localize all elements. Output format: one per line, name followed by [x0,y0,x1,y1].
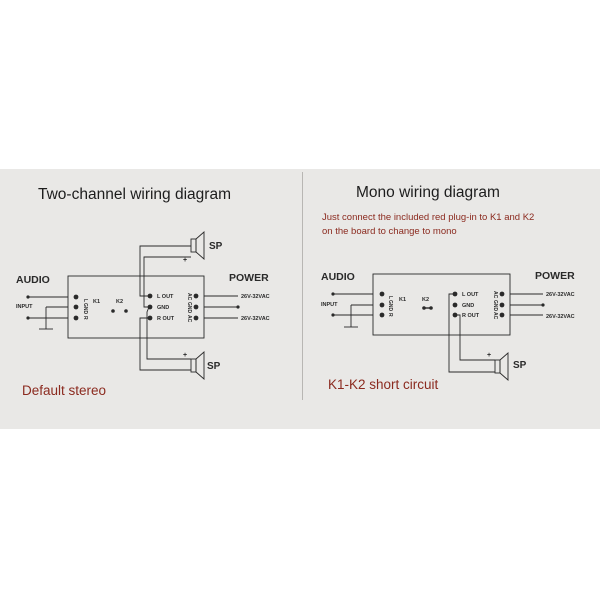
svg-text:+: + [487,352,491,359]
left-vac-bottom: 26V-32VAC [241,316,270,322]
right-audio-label: AUDIO [321,271,355,283]
right-ac-pin-2: AC [492,312,498,320]
left-title: Two-channel wiring diagram [38,186,231,203]
left-out-pin-lout: L OUT [157,294,174,300]
left-caption: Default stereo [22,383,107,398]
left-out-pin-gnd: GND [157,305,169,311]
left-vac-top: 26V-32VAC [241,294,270,300]
right-note-line1: Just connect the included red plug-in to… [322,212,535,223]
right-in-pin-r: R [387,313,393,317]
right-out-pin-gnd: GND [462,303,474,309]
left-in-pin-gnd: GND [82,303,88,315]
right-caption: K1-K2 short circuit [328,377,439,392]
left-ac-pin-gnd: GND [186,302,192,314]
right-power-label: POWER [535,270,575,282]
right-out-pin-rout: R OUT [462,313,480,319]
right-k2-label: K2 [422,297,429,303]
right-in-pin-gnd: GND [387,300,393,312]
left-k2-label: K2 [116,299,123,305]
left-in-pin-r: R [82,316,88,320]
svg-text:+: + [183,257,187,264]
right-input-label: INPUT [321,302,338,308]
right-out-pin-lout: L OUT [462,292,479,298]
right-speaker-magnet [494,359,501,374]
right-sp-label: SP [513,360,527,371]
right-k1-label: K1 [399,297,406,303]
left-input-label: INPUT [16,304,33,310]
left-audio-label: AUDIO [16,274,50,286]
left-out-pin-rout: R OUT [157,316,175,322]
left-speaker-top-magnet [190,238,197,253]
left-in-pin-l: L [82,299,88,302]
diagram-panel [0,169,600,429]
left-k1-label: K1 [93,299,100,305]
right-speaker-cone [499,352,509,381]
panel-divider [302,172,303,400]
left-sp-top: SP [209,241,223,252]
right-title: Mono wiring diagram [356,184,500,201]
right-vac-top: 26V-32VAC [546,292,575,298]
left-power-label: POWER [229,272,269,284]
right-note-line2: on the board to change to mono [322,226,457,237]
left-speaker-bottom-magnet [190,358,197,373]
left-sp-bottom: SP [207,361,221,372]
right-ac-pin-gnd: GND [492,300,498,312]
left-ac-pin-1: AC [186,293,192,301]
right-ac-pin-1: AC [492,291,498,299]
right-board [372,273,511,336]
right-vac-bottom: 26V-32VAC [546,314,575,320]
right-in-pin-l: L [387,296,393,299]
left-speaker-top-cone [195,231,205,260]
left-speaker-bottom-cone [195,351,205,380]
svg-text:+: + [183,352,187,359]
left-ac-pin-2: AC [186,315,192,323]
